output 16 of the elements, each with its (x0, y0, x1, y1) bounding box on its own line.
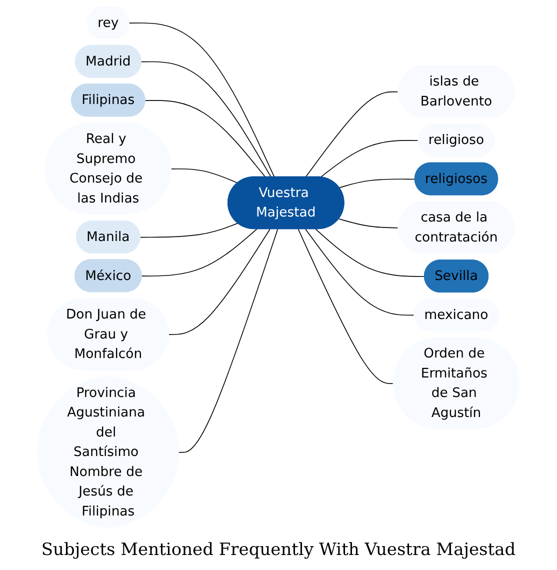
connector (305, 91, 400, 178)
connector (141, 61, 272, 178)
connector (320, 140, 420, 178)
connector (144, 100, 266, 178)
connector (298, 228, 394, 384)
connector (141, 228, 258, 276)
connector (315, 228, 426, 277)
connector (178, 228, 278, 453)
connector (128, 22, 275, 178)
connector (140, 222, 238, 238)
diagram-title: Subjects Mentioned Frequently With Vuestra Majestad (41, 539, 516, 562)
connector (305, 228, 415, 316)
connector (338, 178, 416, 188)
connector (338, 218, 400, 228)
connector (168, 228, 270, 335)
connector (171, 168, 238, 184)
